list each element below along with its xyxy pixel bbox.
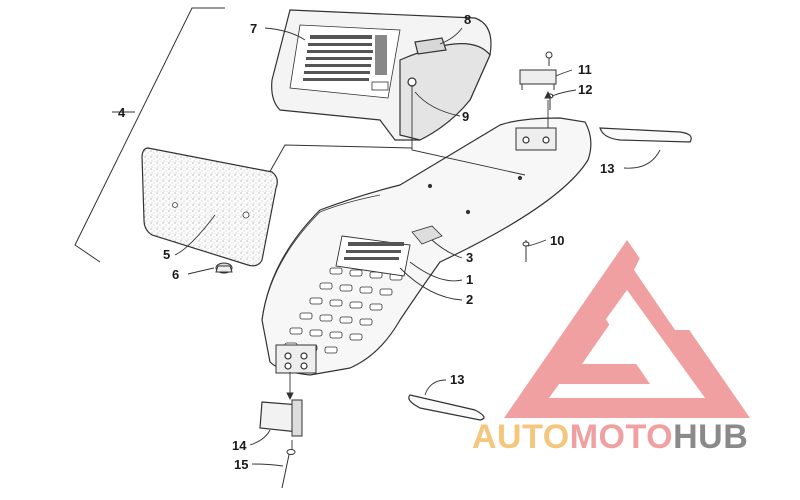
watermark-hub: HUB <box>673 418 748 456</box>
callout-13-bottom: 13 <box>450 372 464 387</box>
callout-5: 5 <box>163 247 170 262</box>
callout-13-top: 13 <box>600 161 614 176</box>
strap-top <box>599 127 692 143</box>
callout-3: 3 <box>466 250 473 265</box>
leader-lines <box>112 27 661 467</box>
watermark-moto: MOTO <box>570 418 673 456</box>
push-pin <box>215 262 233 274</box>
floor-panel <box>261 117 592 376</box>
callout-8: 8 <box>464 12 471 27</box>
callout-10: 10 <box>550 233 564 248</box>
foam-filter <box>141 147 278 267</box>
bracket-14 <box>259 399 303 437</box>
watermark-text: AUTOMOTOHUB <box>472 418 748 456</box>
callout-labels: 7 8 4 9 11 12 13 10 3 1 2 5 6 13 14 15 <box>118 12 614 472</box>
clip <box>519 51 557 90</box>
callout-1: 1 <box>466 272 473 287</box>
rivet-15 <box>281 449 296 489</box>
bracket-item-4 <box>74 7 413 263</box>
callout-2: 2 <box>466 292 473 307</box>
watermark-auto: AUTO <box>472 418 570 456</box>
decal-8 <box>414 37 447 55</box>
rivet-10 <box>522 240 530 262</box>
assembly-lines <box>286 85 552 450</box>
strap-bottom <box>408 394 485 421</box>
filter-cover <box>271 9 492 141</box>
callout-6: 6 <box>172 267 179 282</box>
watermark-logo <box>504 240 750 418</box>
decal-3 <box>411 225 443 245</box>
callout-7: 7 <box>250 21 257 36</box>
svg-text:AUTOMOTOHUB: AUTOMOTOHUB <box>472 418 748 456</box>
callout-9: 9 <box>462 109 469 124</box>
callout-14: 14 <box>232 438 247 453</box>
callout-12: 12 <box>578 82 592 97</box>
callout-4: 4 <box>118 105 126 120</box>
callout-11: 11 <box>578 62 592 77</box>
callout-15: 15 <box>234 457 248 472</box>
